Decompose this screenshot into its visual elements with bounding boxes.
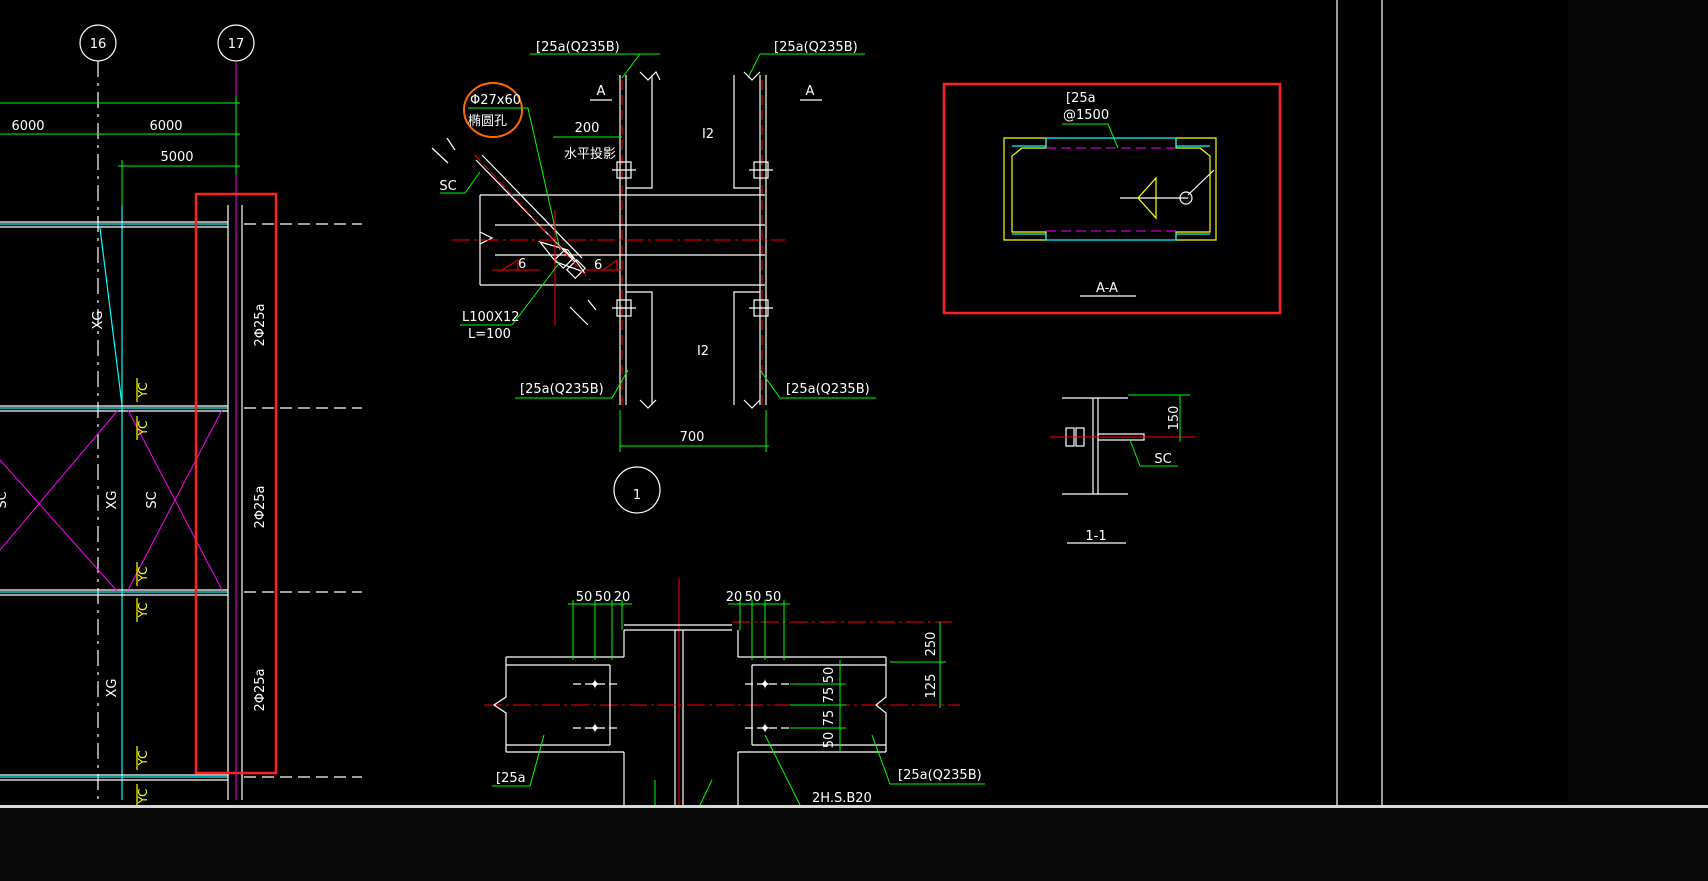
spacing-label: @1500 xyxy=(1063,108,1109,123)
yc-label: YC xyxy=(136,602,150,618)
bottom-detail: ✦ ✦ ✦ ✦ 50 50 20 20 50 50 250 125 xyxy=(484,578,985,805)
sc-label: SC xyxy=(439,179,456,194)
section-mark-a: A xyxy=(597,84,606,99)
rebar-label: 2Φ25a xyxy=(253,668,268,711)
sc-label: SC xyxy=(1154,452,1171,467)
highlight-box-column[interactable] xyxy=(194,192,278,775)
member-label-i2: I2 xyxy=(697,344,709,359)
dim-text: 75 xyxy=(822,687,837,704)
brace-label-xg: XG xyxy=(105,679,120,698)
drawing-right-margin xyxy=(1568,0,1708,805)
channel-label: [25a(Q235B) xyxy=(536,40,620,55)
dim-text: 200 xyxy=(575,121,600,136)
dim-text: 50 xyxy=(822,732,837,749)
diagonal-brace xyxy=(474,154,591,325)
channel-label: [25a(Q235B) xyxy=(520,382,604,397)
brace-label-sc: SC xyxy=(145,491,160,508)
channel-label: [25a(Q235B) xyxy=(786,382,870,397)
brace-label-sc-partial: SC xyxy=(0,491,10,508)
i-beam xyxy=(452,194,785,286)
dim-text: 150 xyxy=(1167,406,1182,431)
dim-text: 50 xyxy=(765,590,782,605)
cad-drawing-canvas[interactable]: 16 17 6000 6000 5000 xyxy=(0,0,1568,805)
dim-text: 125 xyxy=(924,674,939,699)
hole-type-label: 椭圆孔 xyxy=(468,113,507,129)
svg-text:✦: ✦ xyxy=(589,677,601,693)
dim-text: 5000 xyxy=(160,150,193,165)
svg-text:✦: ✦ xyxy=(759,677,771,693)
brace-label-xg: XG xyxy=(105,491,120,510)
weld-size: 6 xyxy=(594,258,602,273)
channel-label: [25a xyxy=(496,771,526,786)
dim-text: 50 xyxy=(595,590,612,605)
dim-text: 6000 xyxy=(11,119,44,134)
rebar-label: 2Φ25a xyxy=(253,303,268,346)
svg-text:✦: ✦ xyxy=(759,721,771,737)
weld-size: 6 xyxy=(518,257,526,272)
dim-text: 6000 xyxy=(149,119,182,134)
axis-label-17: 17 xyxy=(228,37,245,52)
detail-marker-circle xyxy=(613,466,661,514)
dim-text: 50 xyxy=(576,590,593,605)
member-label-i2: I2 xyxy=(702,127,714,142)
section-1-1: 150 SC 1-1 xyxy=(1050,394,1195,544)
detail-1: [25a(Q235B) [25a(Q235B) A A xyxy=(431,40,876,514)
brace-label-xg: XG xyxy=(91,311,106,330)
left-elevation: 16 17 6000 6000 5000 xyxy=(0,24,362,805)
projection-note: 水平投影 xyxy=(564,146,616,162)
yc-label: YC xyxy=(136,788,150,804)
rebar-label: 2Φ25a xyxy=(253,485,268,528)
angle-length: L=100 xyxy=(468,327,511,342)
section-aa: [25a @1500 A-A xyxy=(942,82,1282,315)
section-title: A-A xyxy=(1096,281,1118,296)
svg-text:✦: ✦ xyxy=(589,721,601,737)
status-bar xyxy=(0,805,1708,881)
hole-note-highlight[interactable] xyxy=(463,82,523,138)
horizontal-struts xyxy=(0,221,362,781)
bolt-label: 2H.S.B20 xyxy=(812,791,872,805)
channel-label: [25a(Q235B) xyxy=(774,40,858,55)
yc-label: YC xyxy=(136,420,150,436)
dim-text: 75 xyxy=(822,710,837,727)
channel-left xyxy=(1003,137,1047,241)
angle-label: L100X12 xyxy=(462,310,520,325)
yc-label: YC xyxy=(136,750,150,766)
cross-bracing xyxy=(0,227,223,593)
plate-symbol xyxy=(1137,176,1157,220)
dim-text: 20 xyxy=(614,590,631,605)
weld-symbol xyxy=(500,259,519,271)
weld-symbol xyxy=(601,259,618,271)
detail-marker-number: 1 xyxy=(633,488,641,503)
hole-size-label: Φ27x60 xyxy=(470,93,521,108)
yc-label: YC xyxy=(136,382,150,398)
channel-label: [25a(Q235B) xyxy=(898,768,982,783)
dim-text: 20 xyxy=(726,590,743,605)
dim-text: 50 xyxy=(745,590,762,605)
highlight-box-section-aa[interactable] xyxy=(942,82,1282,315)
channel-label: [25a xyxy=(1066,91,1096,106)
bolt-group xyxy=(612,161,773,317)
dim-text: 50 xyxy=(822,667,837,684)
axis-label-16: 16 xyxy=(90,37,107,52)
section-cut-arrow xyxy=(569,299,597,326)
dim-text: 700 xyxy=(680,430,705,445)
bolt-group: ✦ ✦ ✦ ✦ xyxy=(573,677,790,737)
section-title: 1-1 xyxy=(1085,529,1106,544)
dim-text: 250 xyxy=(924,632,939,657)
section-mark-a: A xyxy=(806,84,815,99)
yc-label: YC xyxy=(136,566,150,582)
channel-right xyxy=(1175,137,1217,241)
section-cut-arrow xyxy=(431,137,456,164)
